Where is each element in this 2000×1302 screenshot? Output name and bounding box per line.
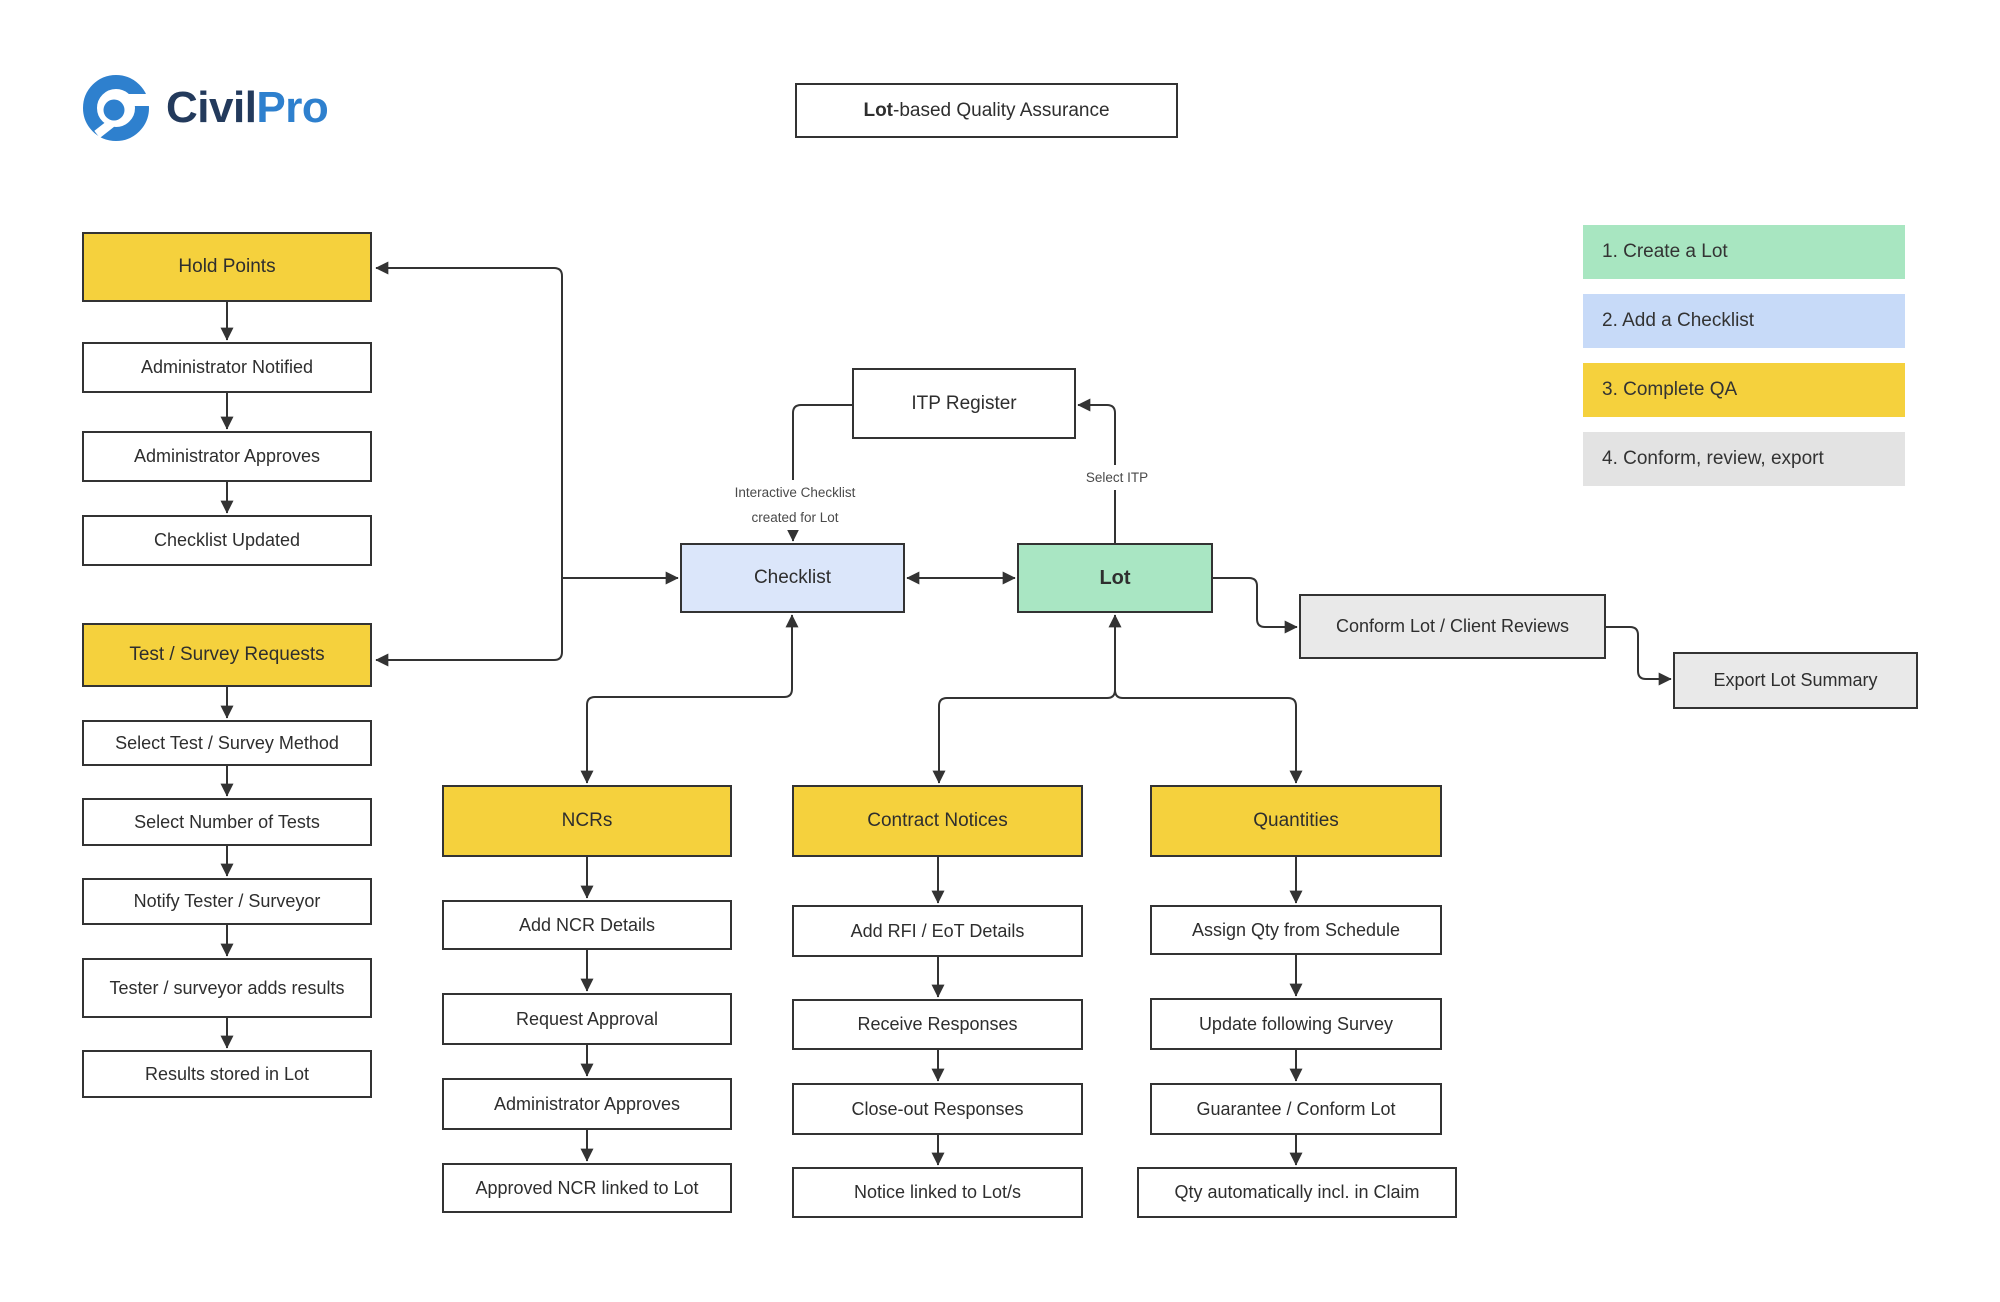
wire-lot-to-conform	[1213, 577, 1298, 634]
wire-lot-contract-notices-bidirectional	[932, 614, 1122, 784]
step-notice-linked-to-lots: Notice linked to Lot/s	[792, 1167, 1083, 1218]
wire-conform-to-export	[1606, 626, 1672, 686]
step-receive-responses: Receive Responses	[792, 999, 1083, 1050]
lot-box: Lot	[1017, 543, 1213, 613]
logo-text-pro: Pro	[256, 83, 329, 132]
step-results-stored-in-lot: Results stored in Lot	[82, 1050, 372, 1098]
wire-itp-to-checklist	[786, 404, 852, 542]
checklist-box: Checklist	[680, 543, 905, 613]
step-select-number-of-tests: Select Number of Tests	[82, 798, 372, 846]
diagram-title: Lot-based Quality Assurance	[795, 83, 1178, 138]
export-lot-summary-box: Export Lot Summary	[1673, 652, 1918, 709]
hold-points-box: Hold Points	[82, 232, 372, 302]
legend-label: 3. Complete QA	[1602, 379, 1738, 400]
itp-register-box: ITP Register	[852, 368, 1076, 439]
legend-create-a-lot: 1. Create a Lot	[1583, 225, 1905, 279]
edge-label-select-itp: Select ITP	[1065, 465, 1169, 490]
step-guarantee-conform-lot: Guarantee / Conform Lot	[1150, 1083, 1442, 1135]
step-ncr-administrator-approves: Administrator Approves	[442, 1078, 732, 1130]
legend-label: 4. Conform, review, export	[1602, 448, 1824, 469]
legend-label: 2. Add a Checklist	[1602, 310, 1755, 331]
legend-complete-qa: 3. Complete QA	[1583, 363, 1905, 417]
edge-label-line2: created for Lot	[751, 510, 839, 525]
step-close-out-responses: Close-out Responses	[792, 1083, 1083, 1135]
wire-checklist-to-test-survey	[375, 578, 563, 667]
civilpro-logo: CivilPro	[78, 70, 329, 146]
title-rest-part: -based Quality Assurance	[893, 99, 1110, 121]
wire-checklist-to-hold-points	[375, 261, 563, 578]
step-tester-surveyor-adds-results: Tester / surveyor adds results	[82, 958, 372, 1018]
logo-text-civil: Civil	[166, 83, 257, 132]
step-add-rfi-eot-details: Add RFI / EoT Details	[792, 905, 1083, 957]
step-qty-automatically-incl-in-claim: Qty automatically incl. in Claim	[1137, 1167, 1457, 1218]
step-administrator-approves: Administrator Approves	[82, 431, 372, 482]
step-assign-qty-from-schedule: Assign Qty from Schedule	[1150, 905, 1442, 955]
wire-checklist-ncrs-bidirectional	[580, 614, 799, 784]
step-checklist-updated: Checklist Updated	[82, 515, 372, 566]
civilpro-logo-text: CivilPro	[166, 83, 329, 133]
step-update-following-survey: Update following Survey	[1150, 998, 1442, 1050]
wire-lot-to-itp	[1077, 398, 1116, 543]
step-administrator-notified: Administrator Notified	[82, 342, 372, 393]
legend-add-a-checklist: 2. Add a Checklist	[1583, 294, 1905, 348]
step-select-test-survey-method: Select Test / Survey Method	[82, 720, 372, 766]
step-add-ncr-details: Add NCR Details	[442, 900, 732, 950]
legend-label: 1. Create a Lot	[1602, 241, 1728, 262]
legend-conform-review-export: 4. Conform, review, export	[1583, 432, 1905, 486]
step-approved-ncr-linked-to-lot: Approved NCR linked to Lot	[442, 1163, 732, 1213]
step-notify-tester-surveyor: Notify Tester / Surveyor	[82, 878, 372, 925]
test-survey-requests-box: Test / Survey Requests	[82, 623, 372, 687]
conform-lot-client-reviews-box: Conform Lot / Client Reviews	[1299, 594, 1606, 659]
title-bold-part: Lot	[863, 99, 894, 121]
wire-lot-to-quantities	[1114, 689, 1303, 784]
civilpro-logo-icon	[83, 75, 154, 141]
contract-notices-box: Contract Notices	[792, 785, 1083, 857]
edge-label-line1: Interactive Checklist	[734, 485, 856, 500]
ncrs-box: NCRs	[442, 785, 732, 857]
step-request-approval: Request Approval	[442, 993, 732, 1045]
edge-label-interactive-checklist: Interactive Checklist created for Lot	[693, 480, 897, 530]
quantities-box: Quantities	[1150, 785, 1442, 857]
